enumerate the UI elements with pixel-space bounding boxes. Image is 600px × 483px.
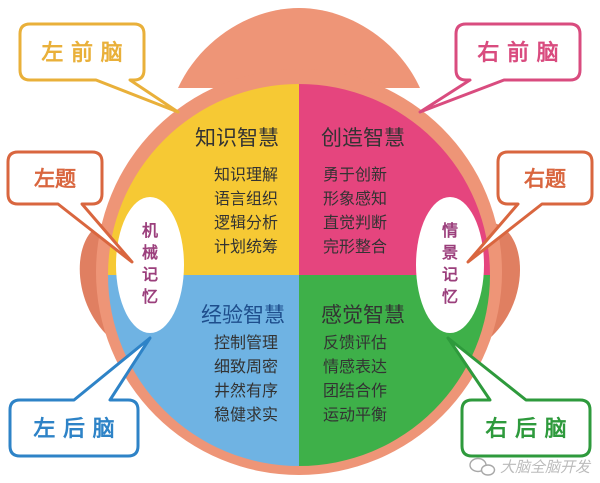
watermark: 大脑全脑开发	[469, 457, 592, 476]
quadrant-title-creation: 创造智慧	[321, 126, 405, 150]
left-memory-char-3: 记	[142, 265, 158, 284]
callout-right-front-label: 右 前 脑	[477, 40, 558, 66]
head-top	[178, 8, 420, 88]
callout-left-front: 左 前 脑	[18, 22, 180, 114]
quadrant-title-experience: 经验智慧	[201, 303, 285, 327]
right-memory-char-1: 情	[442, 221, 458, 240]
feeling-item-1: 反馈评估	[323, 333, 387, 352]
left-memory-char-1: 机	[142, 221, 158, 240]
experience-item-3: 井然有序	[214, 381, 278, 400]
callout-left-back-label: 左 后 脑	[33, 416, 114, 442]
right-memory-char-4: 忆	[442, 287, 458, 306]
feeling-item-3: 团结合作	[323, 381, 387, 400]
feeling-item-2: 情感表达	[323, 357, 387, 376]
right-memory-oval	[416, 197, 484, 333]
callout-right-temporal-label: 右题	[524, 167, 567, 191]
feeling-item-4: 运动平衡	[323, 405, 387, 424]
callout-right-back: 右 后 脑	[446, 336, 592, 458]
knowledge-item-1: 知识理解	[214, 165, 278, 184]
knowledge-item-3: 逻辑分析	[214, 213, 278, 232]
callout-left-front-label: 左 前 脑	[41, 40, 122, 66]
quadrant-title-feeling: 感觉智慧	[321, 303, 405, 327]
left-memory-oval	[116, 197, 184, 333]
experience-item-1: 控制管理	[214, 333, 278, 352]
callout-right-back-label: 右 后 脑	[485, 416, 566, 442]
callout-left-back: 左 后 脑	[8, 336, 152, 458]
callout-right-temporal: 右题	[466, 150, 594, 264]
experience-item-2: 细致周密	[214, 357, 278, 376]
callout-left-temporal-label: 左题	[34, 167, 77, 191]
watermark-text: 大脑全脑开发	[500, 458, 592, 476]
callout-right-front: 右 前 脑	[418, 22, 582, 114]
left-memory-char-4: 忆	[142, 287, 158, 306]
creation-item-2: 形象感知	[323, 189, 387, 208]
callout-left-temporal: 左题	[6, 150, 134, 264]
experience-item-4: 稳健求实	[214, 405, 278, 424]
wechat-icon	[469, 457, 496, 476]
left-memory-char-2: 械	[142, 243, 158, 262]
right-memory-char-2: 景	[442, 243, 458, 262]
knowledge-item-4: 计划统筹	[214, 237, 278, 256]
knowledge-item-2: 语言组织	[214, 189, 278, 208]
quadrant-title-knowledge: 知识智慧	[195, 126, 279, 150]
creation-item-3: 直觉判断	[323, 213, 387, 232]
creation-item-1: 勇于创新	[323, 165, 387, 184]
right-memory-char-3: 记	[442, 265, 458, 284]
creation-item-4: 完形整合	[323, 237, 387, 256]
